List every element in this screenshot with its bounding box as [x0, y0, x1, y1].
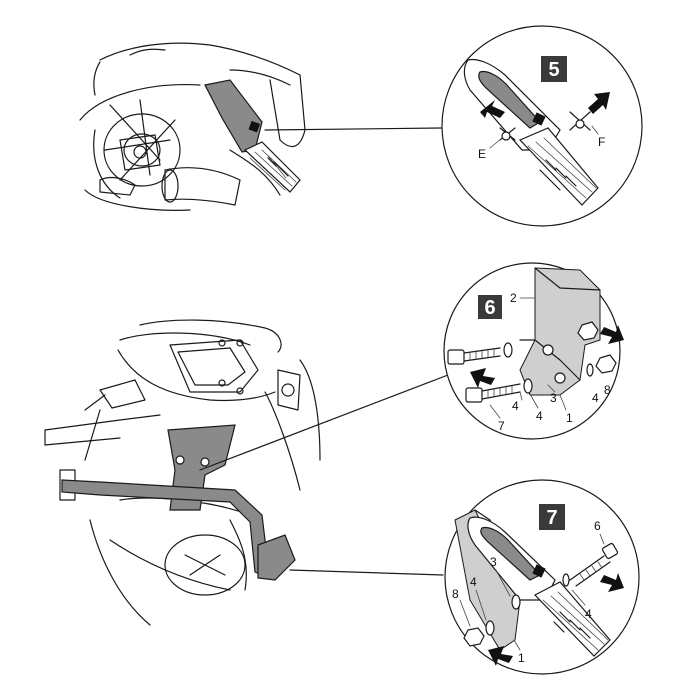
label-part-7: 7	[498, 419, 505, 433]
step-6-number: 6	[484, 297, 495, 319]
step-6-badge	[478, 295, 502, 319]
scene-bottom-motorcycle	[44, 319, 449, 626]
detail-circle-step-7: 7 6 3 4 8 4 1	[444, 479, 640, 675]
label-part-4-left: 4	[470, 575, 477, 589]
label-part-1: 1	[518, 651, 525, 665]
label-part-8: 8	[452, 587, 459, 601]
label-part-4-left: 4	[512, 399, 519, 413]
label-part-4-right: 4	[585, 607, 592, 621]
step-5-badge	[541, 56, 567, 82]
arrow-right-icon	[470, 368, 495, 388]
label-part-4-right: 4	[592, 391, 599, 405]
label-part-2: 2	[510, 291, 517, 305]
arrow-left-icon	[480, 100, 505, 118]
arrow-right-icon	[588, 92, 610, 114]
arrow-left-icon	[600, 573, 624, 592]
label-part-3: 3	[490, 555, 497, 569]
arrow-right-icon	[488, 646, 513, 666]
detail-circle-step-6: 6 2 3 4 8 1 4 7 4	[443, 262, 624, 440]
label-F: F	[598, 135, 605, 149]
arrow-left-icon	[600, 325, 624, 344]
step-7-number: 7	[546, 507, 557, 529]
scene-top-motorcycle	[79, 42, 442, 211]
label-part-4-mid: 4	[536, 409, 543, 423]
label-part-1: 1	[566, 411, 573, 425]
detail-circle-step-5: 5 E F	[441, 25, 643, 227]
step-7-badge	[539, 504, 565, 530]
label-part-8: 8	[604, 383, 611, 397]
label-E: E	[478, 147, 486, 161]
step-5-number: 5	[548, 59, 559, 81]
label-part-3: 3	[550, 391, 557, 405]
label-part-6: 6	[594, 519, 601, 533]
